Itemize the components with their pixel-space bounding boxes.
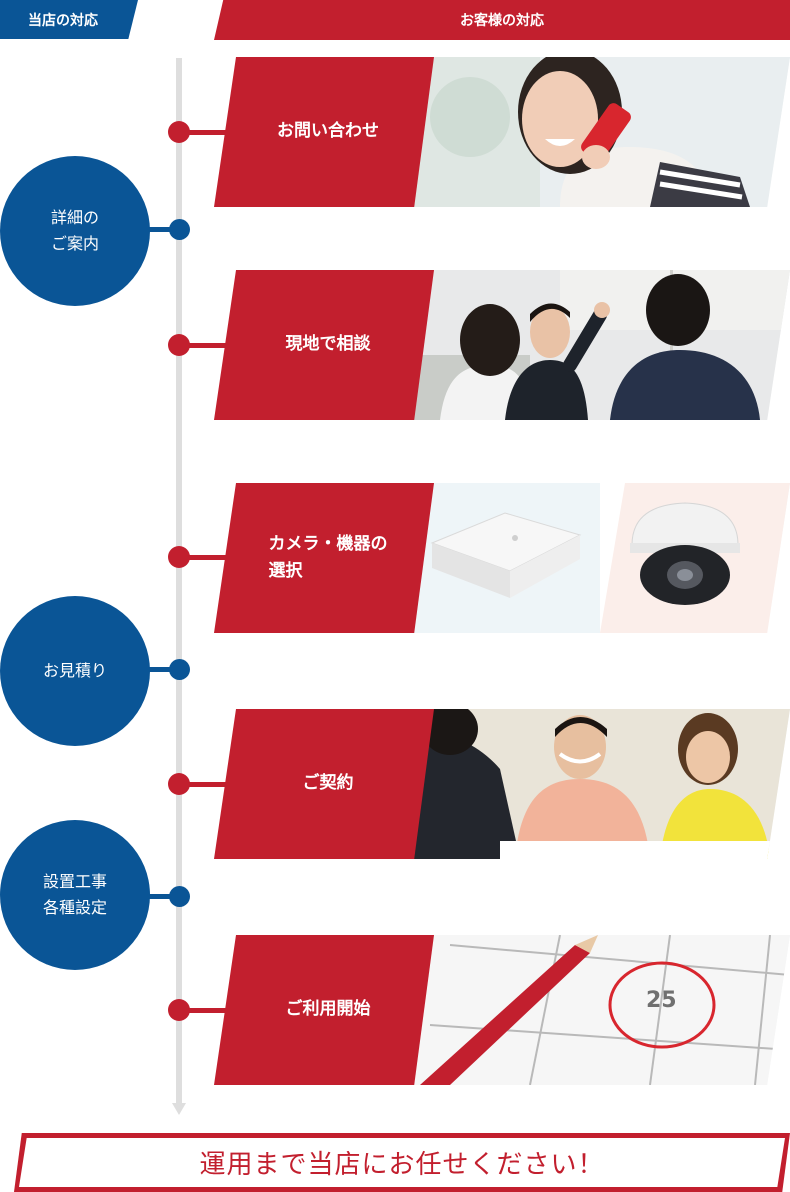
woman-on-phone-photo bbox=[410, 57, 790, 207]
customer-step-label: お問い合わせ bbox=[277, 121, 379, 142]
shop-timeline-dot bbox=[169, 219, 190, 240]
customer-step-consultation: 現地で相談 bbox=[214, 270, 790, 420]
calendar-day-number: 25 bbox=[646, 988, 677, 1013]
shop-connector bbox=[148, 667, 174, 672]
step-label-panel: ご契約 bbox=[214, 709, 434, 859]
shop-step-installation: 設置工事 各種設定 bbox=[0, 820, 150, 970]
shop-step-label: お見積り bbox=[42, 661, 107, 681]
customer-timeline-dot bbox=[168, 546, 190, 568]
shop-timeline-dot bbox=[169, 659, 190, 680]
closing-banner: 運用まで当店にお任せください！ bbox=[14, 1133, 790, 1192]
shop-step-guidance: 詳細の ご案内 bbox=[0, 156, 150, 306]
customer-step-label: 現地で相談 bbox=[285, 334, 371, 355]
customer-connector bbox=[185, 1008, 233, 1013]
shop-step-label: 詳細の ご案内 bbox=[50, 208, 99, 253]
customer-header: お客様の対応 bbox=[214, 0, 790, 40]
customer-header-label: お客様の対応 bbox=[460, 13, 544, 29]
on-site-consultation-photo bbox=[410, 270, 790, 420]
calendar-pencil-photo: 25 bbox=[410, 935, 790, 1085]
step-label-panel: カメラ・機器の 選択 bbox=[214, 483, 434, 633]
shop-header: 当店の対応 bbox=[0, 0, 138, 39]
customer-timeline-dot bbox=[168, 999, 190, 1021]
step-label-panel: お問い合わせ bbox=[214, 57, 434, 207]
shop-header-label: 当店の対応 bbox=[28, 12, 98, 29]
customer-step-equipment: カメラ・機器の 選択 bbox=[214, 483, 790, 633]
timeline-arrow-icon bbox=[172, 1103, 186, 1115]
customer-step-label: カメラ・機器の 選択 bbox=[268, 533, 388, 581]
shop-connector bbox=[148, 894, 174, 899]
step-label-panel: 現地で相談 bbox=[214, 270, 434, 420]
closing-banner-text: 運用まで当店にお任せください！ bbox=[199, 1150, 605, 1180]
customer-step-start: 25 ご利用開始 bbox=[214, 935, 790, 1085]
step-label-panel: ご利用開始 bbox=[214, 935, 434, 1085]
customer-step-label: ご契約 bbox=[302, 773, 354, 794]
customer-timeline-dot bbox=[168, 334, 190, 356]
customer-timeline-dot bbox=[168, 773, 190, 795]
customer-step-label: ご利用開始 bbox=[285, 999, 371, 1020]
shop-step-estimate: お見積り bbox=[0, 596, 150, 746]
customer-connector bbox=[185, 555, 233, 560]
shop-step-label: 設置工事 各種設定 bbox=[42, 872, 107, 917]
contract-meeting-photo bbox=[410, 709, 790, 859]
timeline-line bbox=[176, 58, 182, 1108]
shop-timeline-dot bbox=[169, 886, 190, 907]
customer-step-contract: ご契約 bbox=[214, 709, 790, 859]
customer-connector bbox=[185, 343, 233, 348]
customer-step-inquiry: お問い合わせ bbox=[214, 57, 790, 207]
customer-connector bbox=[185, 130, 233, 135]
customer-connector bbox=[185, 782, 233, 787]
customer-timeline-dot bbox=[168, 121, 190, 143]
camera-and-recorder-photo bbox=[410, 483, 790, 633]
shop-connector bbox=[148, 227, 174, 232]
